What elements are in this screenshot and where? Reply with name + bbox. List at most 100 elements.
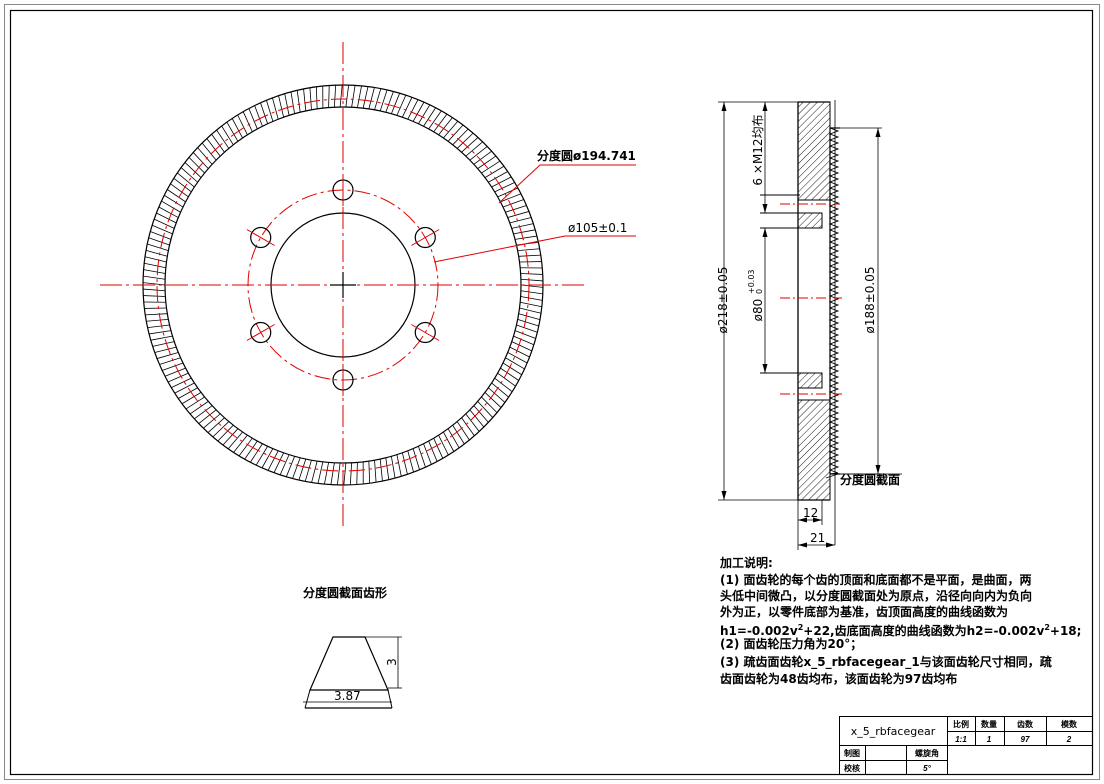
gear-tooth-line (438, 117, 453, 136)
note-line-4b: +22,齿底面高度的曲线函数为h2=-0.002v (803, 624, 1045, 638)
gear-tooth-line (261, 448, 274, 469)
gear-tooth-line (513, 229, 536, 235)
gear-tooth-line (311, 461, 318, 483)
gear-tooth-line (396, 94, 407, 116)
gear-tooth-line (217, 424, 234, 442)
gear-tooth-line (248, 108, 258, 130)
section-hatch-mid-top (797, 212, 823, 229)
gear-tooth-line (156, 352, 179, 359)
gear-tooth-line (517, 318, 539, 327)
dim-outer-dia: ø218±0.05 (716, 266, 730, 333)
gear-tooth-line (428, 440, 438, 462)
gear-tooth-line (159, 357, 181, 365)
gear-tooth-line (423, 107, 436, 127)
gear-tooth-line (231, 118, 243, 139)
gear-tooth-line (368, 461, 371, 484)
gear-tooth-line (260, 102, 269, 124)
gear-tooth-line (488, 171, 508, 183)
gear-tooth-line (328, 85, 330, 108)
gear-tooth-line (447, 124, 464, 142)
gear-tooth-line (515, 235, 537, 240)
gear-tooth-line (167, 189, 186, 203)
gear-tooth-line (452, 424, 465, 445)
gear-tooth-line (516, 324, 538, 333)
gear-tooth-line (188, 157, 205, 174)
gear-tooth-line (433, 438, 444, 459)
gear-tooth-line (520, 290, 543, 295)
gear-tooth-line (221, 125, 234, 146)
tooth-section-title: 分度圆截面齿形 (303, 586, 388, 600)
gear-tooth-line (509, 217, 532, 224)
gear-tooth-line (502, 199, 524, 208)
gear-tooth-line (349, 462, 353, 485)
tooth-base-ext-l (304, 689, 311, 709)
gear-tooth-line (497, 372, 516, 387)
gear-tooth-line (145, 250, 168, 257)
dimension-arrows (721, 102, 881, 548)
gear-tooth-line (330, 462, 335, 485)
dimension-arrowhead (813, 517, 822, 523)
dimension-arrowhead (875, 465, 881, 474)
gear-teeth (142, 84, 544, 486)
th-teeth: 齿数 (1017, 719, 1034, 729)
gear-tooth-line (244, 440, 258, 460)
gear-tooth-line (143, 275, 166, 280)
gear-tooth-line (497, 187, 519, 198)
gear-tooth-line (315, 86, 318, 109)
dim-bore-tol-upper: +0.03 (747, 269, 756, 294)
gear-tooth-line (216, 129, 230, 149)
gear-tooth-line (298, 458, 307, 481)
dimension-arrowhead (875, 128, 881, 137)
side-view: ø218±0.05 6 ×M12均布 ø80 +0.03 0 ø188±0.05… (716, 100, 902, 550)
gear-tooth-line (272, 97, 279, 120)
gear-tooth-line (401, 452, 408, 475)
bolt-hole (250, 321, 272, 344)
gear-tooth-line (465, 413, 480, 432)
gear-tooth-line (181, 392, 202, 405)
dim-bore-dia: ø80 (751, 299, 765, 322)
gear-tooth-line (418, 104, 431, 124)
gear-tooth-line (151, 224, 173, 235)
gear-tooth-line (507, 352, 528, 364)
tooth-width-label: 3.87 (334, 689, 361, 703)
gear-tooth-line (154, 346, 177, 353)
gear-tooth-line (174, 382, 195, 394)
gear-tooth-line (494, 182, 515, 193)
gear-tooth-line (513, 335, 535, 346)
gear-tooth-line (285, 456, 295, 477)
checked-label: 校核 (844, 763, 860, 773)
gear-tooth-line (146, 318, 169, 322)
gear-tooth-line (356, 462, 358, 485)
dim-holes: 6 ×M12均布 (751, 114, 765, 185)
bolt-hole-center-mark (411, 229, 440, 246)
tooth-base-ext-r (387, 689, 393, 709)
gear-tooth-line (519, 307, 542, 314)
gear-tooth-line (147, 324, 170, 329)
title-block (839, 716, 1093, 775)
gear-tooth-line (171, 377, 192, 388)
gear-tooth-line (491, 382, 509, 398)
gear-tooth-line (167, 372, 189, 383)
tv-scale: 1:1 (955, 735, 967, 744)
gear-tooth-line (412, 448, 420, 470)
section-hatch-bottom (797, 399, 831, 501)
gear-tooth-line (161, 200, 181, 213)
gear-tooth-line (417, 446, 426, 468)
gear-tooth-line (237, 114, 248, 136)
tooth-height-label: 3 (385, 658, 399, 666)
gear-tooth-line (428, 110, 442, 130)
tooth-trapezoid (309, 636, 389, 691)
gear-tooth-line (212, 421, 230, 438)
gear-tooth-line (242, 111, 253, 132)
dimension-arrowhead (762, 364, 768, 373)
gear-tooth-line (385, 457, 390, 480)
gear-tooth-line (465, 141, 483, 157)
gear-tooth-line (491, 176, 512, 188)
tv-module: 2 (1066, 735, 1072, 744)
gear-tooth-line (317, 461, 324, 484)
note-sup-1: 2 (797, 623, 804, 632)
gear-tooth-line (154, 218, 175, 229)
gear-tooth-line (520, 296, 543, 301)
gear-tooth-line (158, 206, 179, 218)
gear-tooth-line (211, 133, 225, 153)
